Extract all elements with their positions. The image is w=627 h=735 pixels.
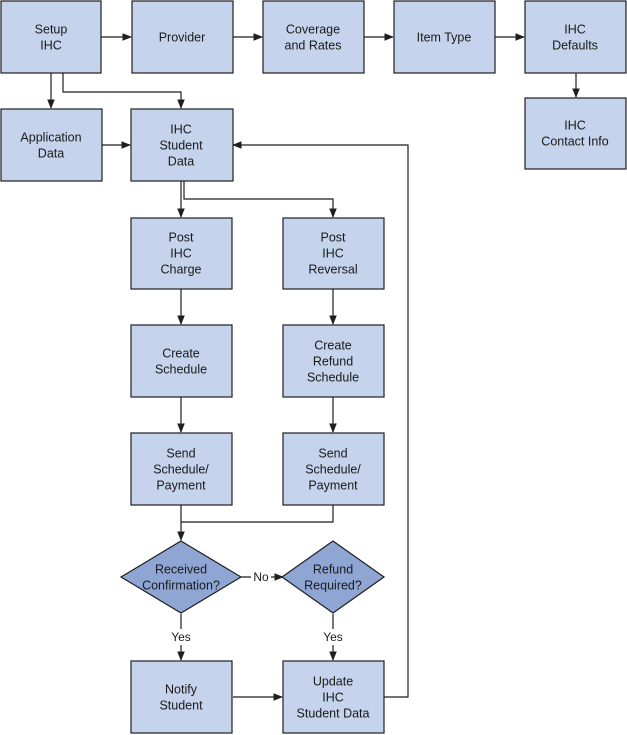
notify-student-label-line-2: Student	[159, 699, 203, 713]
edge-setup-studentdata	[62, 73, 185, 109]
create-schedule-label-line-2: Schedule	[155, 363, 207, 377]
ihc-student-data-label-line-3: Data	[168, 155, 194, 169]
post-ihc-reversal-label-line-2: IHC	[322, 247, 344, 261]
svg-text:Provider: Provider	[159, 31, 206, 45]
ihc-contact-info-label-line-1: IHC	[564, 119, 586, 133]
ihc-defaults-label-line-1: IHC	[564, 23, 586, 37]
update-ihc-student-data-label-line-3: Student Data	[297, 707, 370, 721]
coverage-rates-label-line-1: Coverage	[286, 23, 340, 37]
received-confirmation-label-line-2: Confirmation?	[142, 579, 220, 593]
send-schedule-payment-left-label-line-2: Schedule/	[153, 463, 209, 477]
send-schedule-payment-right-label-line-1: Send	[318, 447, 347, 461]
coverage-rates-label-line-2: and Rates	[285, 39, 342, 53]
received-confirmation-label-line-1: Received	[155, 563, 207, 577]
ihc-defaults-label-line-2: Defaults	[552, 39, 598, 53]
send-schedule-payment-left-label-line-1: Send	[166, 447, 195, 461]
update-ihc-student-data-label-line-2: IHC	[322, 691, 344, 705]
edge-send-right-merge	[181, 505, 334, 523]
setup-ihc-label-line-1: Setup	[35, 23, 68, 37]
send-schedule-payment-right-label-line-2: Schedule/	[305, 463, 361, 477]
create-refund-schedule-label-line-2: Refund	[313, 355, 353, 369]
node-item-type: Item Type	[393, 0, 496, 74]
svg-text:Item Type: Item Type	[417, 31, 472, 45]
create-schedule-label-line-1: Create	[162, 347, 200, 361]
setup-ihc-label-line-2: IHC	[40, 39, 62, 53]
edge-update-studentdata-loop	[232, 141, 409, 698]
node-provider: Provider	[131, 0, 234, 74]
notify-student-label-line-1: Notify	[165, 683, 198, 697]
refund-required-label-line-2: Required?	[304, 579, 362, 593]
update-ihc-student-data-label-line-1: Update	[313, 675, 353, 689]
ihc-student-data-label-line-2: Student	[159, 139, 203, 153]
post-ihc-reversal-label-line-1: Post	[320, 231, 346, 245]
ihc-student-data-label-line-1: IHC	[170, 123, 192, 137]
post-ihc-charge-label-line-3: Charge	[161, 263, 202, 277]
create-refund-schedule-label-line-1: Create	[314, 339, 352, 353]
provider-label-line-1: Provider	[159, 31, 206, 45]
post-ihc-reversal-label-line-3: Reversal	[308, 263, 357, 277]
edge-studentdata-reversal	[183, 181, 337, 218]
application-data-label-line-1: Application	[20, 131, 81, 145]
post-ihc-charge-label-line-1: Post	[168, 231, 194, 245]
ihc-contact-info-label-line-2: Contact Info	[541, 135, 608, 149]
post-ihc-charge-label-line-2: IHC	[170, 247, 192, 261]
edge-label-yes-right: Yes	[323, 630, 343, 644]
application-data-label-line-2: Data	[38, 147, 64, 161]
node-coverage-and-rates: Coverage and Rates	[262, 0, 365, 74]
refund-required-label-line-1: Refund	[313, 563, 353, 577]
edge-labels: No Yes Yes	[167, 569, 347, 645]
create-refund-schedule-label-line-3: Schedule	[307, 371, 359, 385]
node-ihc-contact-info: IHC Contact Info	[524, 97, 627, 170]
edge-label-yes-left: Yes	[171, 630, 191, 644]
node-ihc-defaults: IHC Defaults	[524, 0, 627, 74]
send-schedule-payment-right-label-line-3: Payment	[308, 479, 358, 493]
item-type-label-line-1: Item Type	[417, 31, 472, 45]
edge-label-no: No	[253, 570, 269, 584]
send-schedule-payment-left-label-line-3: Payment	[156, 479, 206, 493]
